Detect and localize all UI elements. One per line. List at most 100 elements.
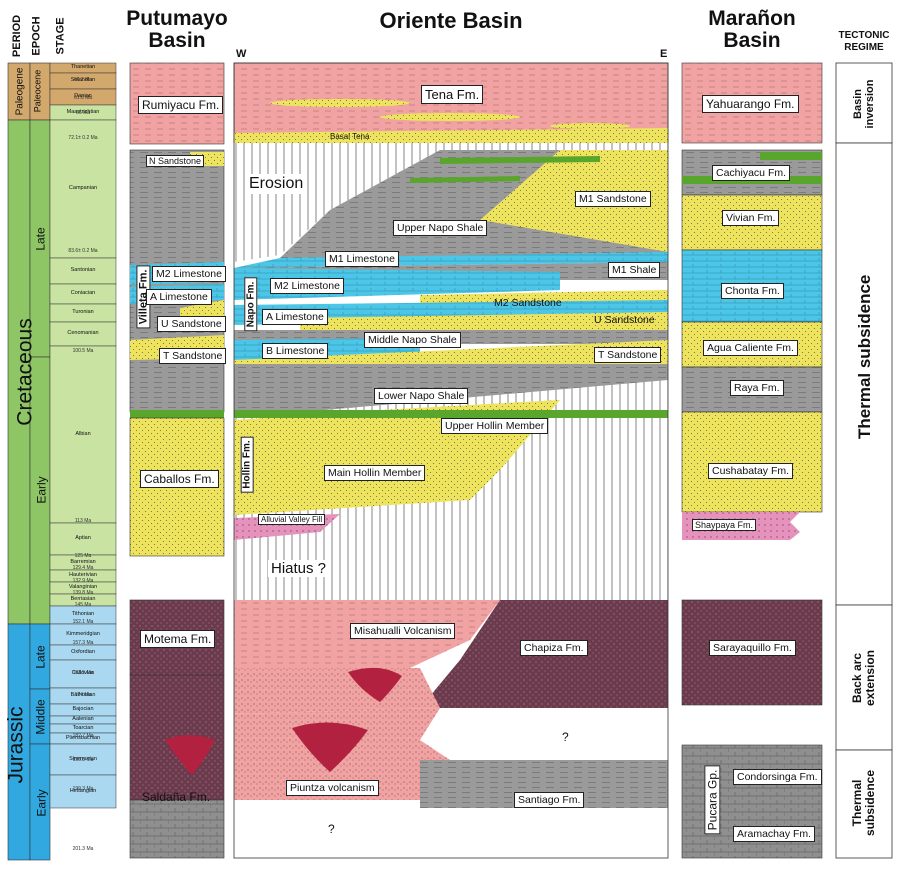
- epoch-label: Late: [33, 645, 48, 669]
- t-sandstone-label: T Sandstone: [159, 348, 227, 364]
- m1-sandstone-label: M1 Sandstone: [575, 191, 651, 207]
- volcanic-intrusion: [348, 667, 402, 702]
- epoch-label: Middle: [33, 699, 48, 735]
- stage-label: Valanginian: [68, 584, 98, 590]
- main-hollin-label: Main Hollin Member: [324, 465, 426, 481]
- stage-header: STAGE: [54, 17, 67, 55]
- stage-label: Pliensbachian: [65, 734, 101, 741]
- chapiza-label: Chapiza Fm.: [520, 640, 588, 656]
- stage-label: Santonian: [70, 267, 96, 273]
- period-header: PERIOD: [11, 14, 24, 58]
- basal-tena-label: Basal Tena: [330, 132, 370, 141]
- epoch-header: EPOCH: [30, 16, 43, 56]
- period-label: Paleogene: [14, 67, 26, 116]
- stage-label: Kimmeridgian: [66, 630, 100, 637]
- stage-label: Coniacian: [70, 290, 96, 296]
- stage-label: Turonian: [72, 309, 94, 315]
- question-mark: ?: [328, 822, 335, 836]
- epoch-label: Late: [33, 227, 48, 251]
- stage-label: Cenomanian: [67, 330, 99, 336]
- age-label: 66.2 Ma: [73, 77, 93, 83]
- age-label: 132.9 Ma: [72, 578, 94, 584]
- stage-label: Selandian: [70, 77, 96, 83]
- stage-label: Sinemurian: [69, 755, 97, 762]
- stage-box: [49, 119, 117, 259]
- period-label: Jurassic: [4, 706, 28, 784]
- misahualli-label: Misahualli Volcanism: [350, 623, 456, 639]
- stage-label: Toarcian: [72, 724, 94, 731]
- epoch-label: Early: [34, 476, 49, 504]
- stage-label: Tithonian: [71, 611, 95, 617]
- question-mark: ?: [562, 730, 569, 744]
- tectonic-header: TECTONIC REGIME: [838, 30, 890, 53]
- stage-label: Hauterivian: [69, 572, 97, 578]
- volcanic-intrusion: [165, 735, 215, 775]
- timescale: [7, 62, 117, 861]
- napo-fm-label: Napo Fm.: [244, 277, 258, 332]
- age-label: 152.1 Ma: [72, 619, 94, 625]
- age-label: 174 Ma: [74, 692, 92, 698]
- stage-label: Thanetian: [70, 64, 96, 70]
- u-sandstone-label: U Sandstone: [594, 314, 655, 326]
- yahuarango-label: Yahuarango Fm.: [702, 95, 799, 113]
- age-label: 163.5 Ma: [72, 670, 94, 676]
- cushabatay-label: Cushabatay Fm.: [708, 463, 794, 479]
- m2-limestone-label: M2 Limestone: [152, 266, 226, 282]
- lower-napo-shale-label: Lower Napo Shale: [374, 388, 469, 404]
- aramachay-label: Aramachay Fm.: [733, 826, 816, 842]
- tena-label: Tena Fm.: [421, 85, 484, 104]
- tectonic-thermal-subsidence: Thermal subsidence: [855, 274, 874, 439]
- age-label: 61.6 Ma: [73, 95, 93, 101]
- stage-label: Bajocian: [72, 706, 94, 712]
- n-sandstone-label: N Sandstone: [146, 155, 205, 167]
- epoch-label: Early: [34, 789, 49, 817]
- a-limestone-label: A Limestone: [262, 309, 328, 325]
- upper-napo-shale-label: Upper Napo Shale: [393, 220, 488, 236]
- shaypaya-label: Shaypaya Fm.: [692, 519, 757, 531]
- tectonic-back-arc: Back arc extension: [850, 650, 877, 707]
- pucara-label: Pucara Gp.: [704, 765, 721, 835]
- age-label: 100.5 Ma: [72, 348, 94, 354]
- stage-box: [49, 743, 117, 776]
- stage-label: Hettangian: [69, 787, 97, 794]
- tectonic-column: [835, 62, 893, 859]
- stage-box: [49, 774, 117, 809]
- u-sandstone-label: U Sandstone: [157, 316, 226, 332]
- erosion-label: Erosion: [246, 174, 307, 194]
- raya-label: Raya Fm.: [730, 380, 784, 396]
- age-label: 113 Ma: [74, 518, 92, 524]
- alluvial-label: Alluvial Valley Fill: [258, 514, 326, 525]
- epoch-label: Paleocene: [32, 69, 43, 113]
- putumayo-column: [129, 62, 225, 859]
- vivian-label: Vivian Fm.: [722, 210, 780, 226]
- stage-label: Oxfordian: [71, 648, 95, 655]
- santiago-label: Santiago Fm.: [514, 792, 585, 808]
- condorsinga-label: Condorsinga Fm.: [733, 769, 822, 785]
- hiatus-label: Hiatus ?: [268, 560, 330, 577]
- maranon-title: Marañon Basin: [708, 7, 796, 52]
- m1-limestone-label: M1 Limestone: [325, 251, 399, 267]
- m2-limestone-label: M2 Limestone: [270, 278, 344, 294]
- age-label: 182.7 Ma: [72, 733, 94, 739]
- age-label: 199.3 Ma: [72, 786, 94, 792]
- west-label: W: [236, 48, 247, 60]
- volcanic-intrusion: [292, 722, 368, 772]
- stage-label: Albian: [75, 430, 91, 437]
- upper-hollin-label: Upper Hollin Member: [441, 418, 549, 434]
- age-label: 66 Ma: [76, 110, 90, 116]
- stage-label: Aptian: [75, 535, 91, 541]
- sarayaquillo-label: Sarayaquillo Fm.: [709, 640, 796, 656]
- stage-box: [49, 321, 117, 347]
- tectonic-thermal-subsidence-2: Thermal subsidence: [850, 769, 877, 837]
- age-label: 145 Ma: [74, 602, 92, 608]
- period-label: Cretaceous: [13, 318, 37, 426]
- hollin-fm-label: Hollin Fm.: [240, 436, 254, 493]
- putumayo-title: Putumayo Basin: [126, 7, 228, 52]
- stage-label: Callovian: [71, 670, 95, 676]
- stage-label: Campanian: [68, 185, 98, 191]
- east-label: E: [660, 48, 668, 60]
- stage-label: Aalenian: [72, 716, 94, 722]
- tectonic-basin-inversion: Basin inversion: [852, 79, 876, 129]
- stage-label: Barremian: [70, 558, 96, 565]
